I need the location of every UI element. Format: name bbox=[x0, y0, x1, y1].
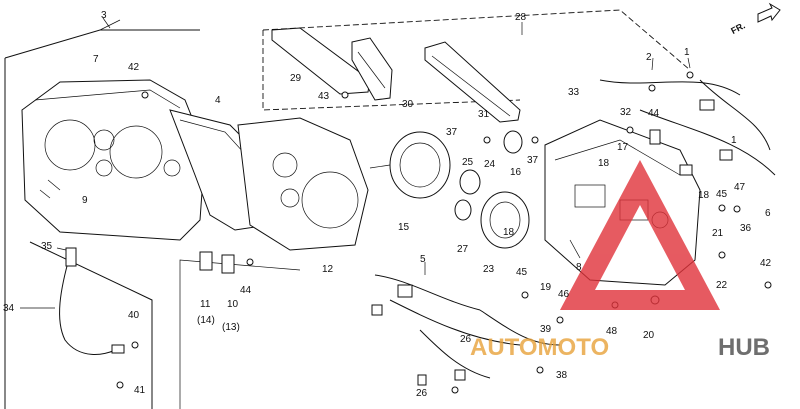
callout: 38 bbox=[556, 370, 568, 381]
callout: 34 bbox=[3, 303, 15, 314]
callout: 20 bbox=[643, 330, 655, 341]
front-direction-label: FR. bbox=[729, 20, 746, 36]
callout: 35 bbox=[41, 241, 53, 252]
watermark: AUTOMOTO HUB bbox=[470, 160, 770, 361]
small-gauges bbox=[454, 130, 523, 221]
watermark-text-secondary: HUB bbox=[718, 334, 770, 361]
callout: 44 bbox=[240, 285, 252, 296]
wire-harness bbox=[371, 274, 561, 386]
callout: 12 bbox=[322, 264, 334, 275]
gauge-housing bbox=[21, 79, 206, 241]
callout: 45 bbox=[516, 267, 528, 278]
callout: 2 bbox=[646, 52, 652, 63]
callout: 27 bbox=[457, 244, 469, 255]
callout: 42 bbox=[760, 258, 772, 269]
callout: (13) bbox=[222, 322, 240, 333]
callout: 26 bbox=[416, 388, 428, 399]
callout: 11 bbox=[200, 299, 211, 310]
callout: 7 bbox=[93, 54, 99, 65]
callout: 21 bbox=[712, 228, 724, 239]
callout: 30 bbox=[402, 99, 414, 110]
callout: 44 bbox=[648, 108, 660, 119]
callout: 25 bbox=[462, 157, 474, 168]
callout: 8 bbox=[576, 262, 582, 273]
callout: 37 bbox=[527, 155, 539, 166]
callout: 9 bbox=[82, 195, 88, 206]
callout: (14) bbox=[197, 315, 215, 326]
tachometer-unit bbox=[480, 191, 530, 249]
callout: 47 bbox=[734, 182, 746, 193]
callout: 4 bbox=[215, 95, 221, 106]
gauge-lens bbox=[237, 117, 369, 251]
callout: 18 bbox=[698, 190, 710, 201]
callout: 28 bbox=[515, 12, 527, 23]
trim-strips bbox=[271, 27, 521, 123]
callout: 36 bbox=[740, 223, 752, 234]
callout: 17 bbox=[617, 142, 629, 153]
watermark-text-primary: AUTOMOTO bbox=[470, 334, 609, 361]
callout: 29 bbox=[290, 73, 302, 84]
callout: 3 bbox=[101, 10, 107, 21]
speedometer-unit bbox=[369, 131, 451, 199]
callout: 48 bbox=[606, 326, 618, 337]
callout: 18 bbox=[598, 158, 610, 169]
callout: 18 bbox=[503, 227, 515, 238]
callout-numbers: 3 7 42 4 9 28 29 43 30 31 33 32 44 2 1 3… bbox=[3, 10, 772, 399]
callout: 45 bbox=[716, 189, 728, 200]
bulb-sockets bbox=[199, 251, 235, 274]
callout: 31 bbox=[478, 109, 490, 120]
callout: 39 bbox=[540, 324, 552, 335]
watermark-triangle-logo bbox=[560, 160, 720, 310]
callout: 23 bbox=[483, 264, 495, 275]
callout: 6 bbox=[765, 208, 771, 219]
leader-lines bbox=[20, 17, 691, 309]
callout: 42 bbox=[128, 62, 140, 73]
callout: 1 bbox=[731, 135, 737, 146]
callout: 33 bbox=[568, 87, 580, 98]
callout: 5 bbox=[420, 254, 426, 265]
callout: 41 bbox=[134, 385, 146, 396]
callout: 1 bbox=[684, 47, 690, 58]
callout: 24 bbox=[484, 159, 496, 170]
callout: 16 bbox=[510, 167, 522, 178]
callout: 37 bbox=[446, 127, 458, 138]
callout: 32 bbox=[620, 107, 632, 118]
callout: 40 bbox=[128, 310, 140, 321]
front-direction-indicator: FR. bbox=[729, 2, 781, 36]
callout: 19 bbox=[540, 282, 552, 293]
callout: 26 bbox=[460, 334, 472, 345]
callout: 22 bbox=[716, 280, 728, 291]
callout: 43 bbox=[318, 91, 330, 102]
callout: 15 bbox=[398, 222, 410, 233]
sub-harness bbox=[599, 79, 776, 176]
callout: 10 bbox=[227, 299, 239, 310]
callout: 46 bbox=[558, 289, 570, 300]
speedometer-cable bbox=[59, 247, 125, 355]
